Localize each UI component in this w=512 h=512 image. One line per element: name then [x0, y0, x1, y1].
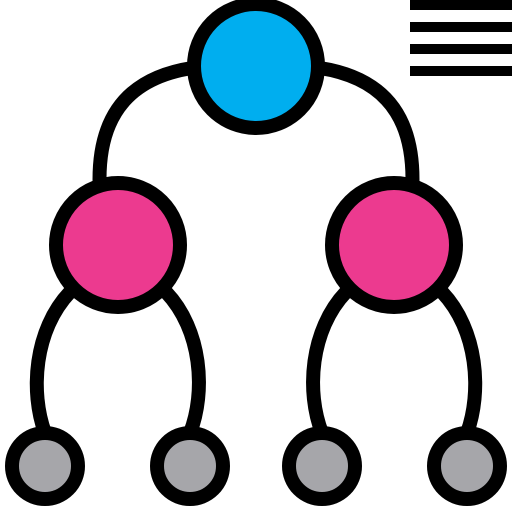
- child-node-left: [49, 176, 187, 314]
- leaf-node-2: [150, 426, 230, 506]
- list-line-2: [410, 22, 512, 32]
- connector-right-child-leaf-4: [435, 285, 483, 440]
- connector-root-left: [92, 61, 199, 201]
- connector-lines: [29, 61, 483, 440]
- list-line-4: [410, 66, 512, 76]
- tree-nodes: [5, 0, 507, 506]
- leaf-node-1: [5, 426, 85, 506]
- connector-left-child-leaf-2: [159, 285, 206, 440]
- leaf-node-4: [427, 426, 507, 506]
- connector-root-right: [313, 61, 420, 201]
- root-node: [187, 0, 325, 135]
- connector-right-child-leaf-3: [306, 285, 353, 440]
- connector-left-child-leaf-1: [29, 285, 77, 440]
- text-lines-icon: [410, 0, 512, 76]
- list-line-1: [410, 0, 512, 10]
- leaf-node-3: [282, 426, 362, 506]
- child-node-right: [325, 176, 463, 314]
- list-line-3: [410, 44, 512, 54]
